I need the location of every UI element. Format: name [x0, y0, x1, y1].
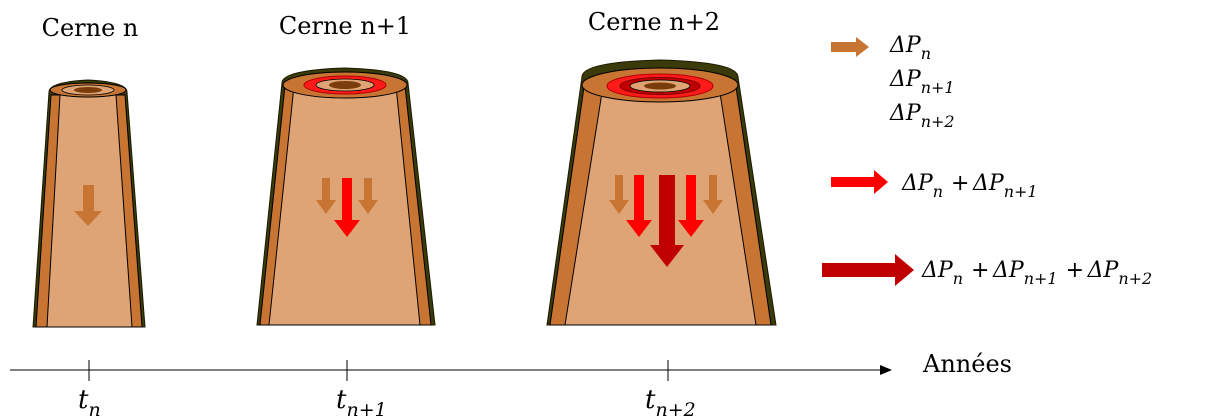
arrow-deltaP-n-stage2-right: [358, 178, 378, 214]
legend-single-term-2: ΔPn+2: [889, 101, 955, 131]
legend-triple-term-2: ΔPn+2: [1087, 258, 1153, 288]
legend-triple-term-0: ΔPn: [921, 258, 963, 288]
arrow-deltaP-n1-stage3-left: [626, 175, 652, 237]
legend-single-term-0: ΔPn: [889, 33, 931, 63]
legend-double-plus-0: +: [951, 171, 969, 196]
stage-title-n: Cerne n: [42, 14, 139, 42]
tick-label-0: tn: [78, 385, 101, 420]
legend-triple-plus-1: +: [1066, 258, 1084, 283]
legend-single-term-1: ΔPn+1: [889, 67, 955, 97]
stage-title-n1: Cerne n+1: [279, 12, 411, 40]
legend-triple-plus-0: +: [971, 258, 989, 283]
timeline-axis-label: Années: [922, 350, 1012, 378]
tick-label-1: tn+1: [336, 385, 387, 420]
legend-arrow-single: [831, 37, 869, 57]
legend-arrow-double: [831, 170, 888, 194]
arrow-deltaP-n1-stage3-right: [678, 175, 704, 237]
arrow-deltaP-n-stage3-left: [609, 175, 629, 214]
tick-label-2: tn+2: [645, 385, 696, 420]
arrow-deltaP-n1-stage2: [334, 178, 360, 237]
legend-triple-term-1: ΔPn+1: [992, 258, 1058, 288]
timeline-arrowhead: [880, 365, 892, 375]
arrow-deltaP-n-stage1: [74, 185, 102, 226]
arrow-deltaP-n-stage3-right: [703, 175, 723, 214]
timeline: Années tn tn+1 tn+2: [10, 350, 1012, 420]
legend-double-term-0: ΔPn: [901, 171, 943, 201]
arrow-deltaP-n2-stage3: [650, 175, 684, 267]
stage-title-n2: Cerne n+2: [588, 8, 720, 36]
legend-arrow-triple: [822, 254, 914, 286]
arrow-deltaP-n-stage2-left: [316, 178, 336, 214]
legend-double-term-1: ΔPn+1: [972, 171, 1038, 201]
